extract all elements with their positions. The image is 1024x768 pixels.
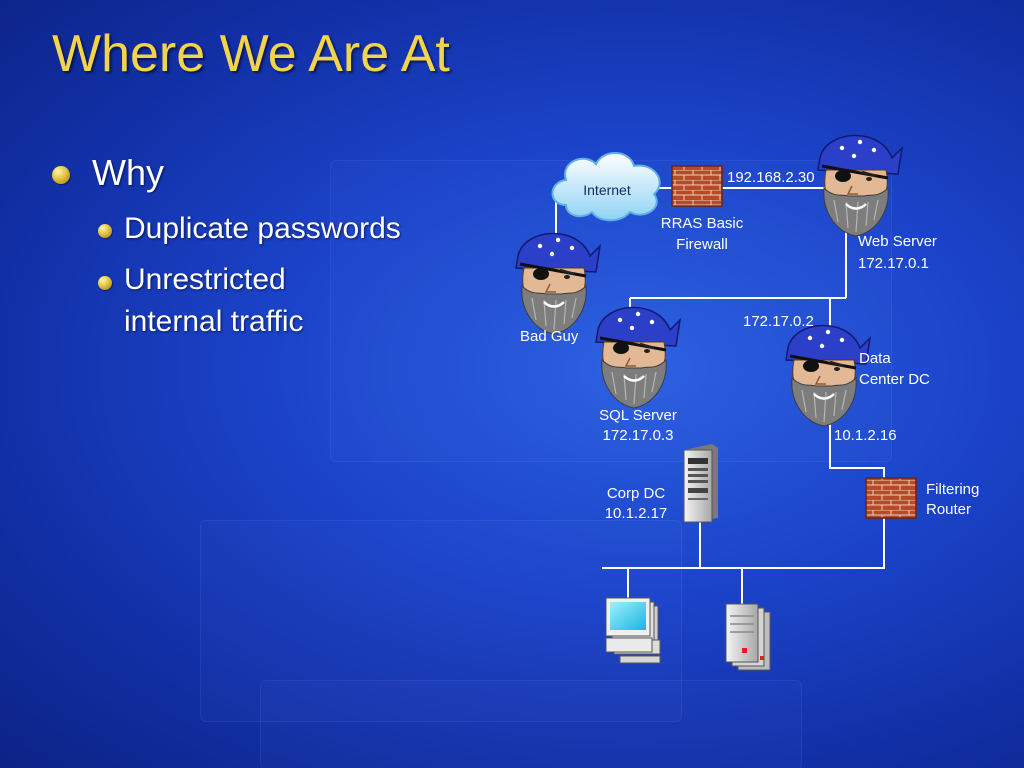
- link-dc-to-router: [829, 412, 885, 478]
- brick-firewall-icon: [671, 165, 723, 207]
- bullet-icon: [98, 276, 112, 290]
- web-server-pirate-icon: [816, 133, 904, 238]
- brick-router-icon: [865, 477, 917, 519]
- internet-label: Internet: [583, 182, 631, 198]
- background-panel: [260, 680, 802, 768]
- data-center-dc-label-line2: Center DC: [859, 371, 930, 388]
- workstation-icon: [605, 597, 661, 664]
- server-tower-icon: [683, 444, 718, 523]
- bullet-unrestricted-line1: Unrestricted: [124, 263, 286, 296]
- data-center-dc-ip-label: 10.1.2.16: [834, 427, 897, 444]
- segment-ip-label: 172.17.0.2: [743, 313, 814, 330]
- background-panel: [200, 520, 682, 722]
- slide-title: Where We Are At: [52, 25, 450, 83]
- network-links: [555, 187, 885, 604]
- corp-dc-ip-label: 10.1.2.17: [604, 505, 668, 522]
- server-stack-icon: [725, 603, 771, 671]
- filtering-router-label-line2: Router: [926, 501, 972, 518]
- bullet-why: Why: [92, 152, 164, 193]
- bullet-icon: [98, 224, 112, 238]
- sql-server-ip-label: 172.17.0.3: [602, 427, 674, 444]
- corp-dc-name-label: Corp DC: [606, 485, 666, 502]
- bullet-duplicate-passwords: Duplicate passwords: [124, 212, 401, 245]
- web-server-ip-label: 172.17.0.1: [858, 255, 929, 272]
- web-server-name-label: Web Server: [858, 233, 937, 250]
- filtering-router-label-line1: Filtering: [926, 481, 980, 498]
- link-router-to-lan: [602, 518, 885, 569]
- data-center-dc-pirate-icon: [784, 323, 872, 428]
- bullet-unrestricted-line2: internal traffic: [124, 305, 304, 338]
- bad-guy-pirate-icon: [514, 231, 602, 336]
- data-center-dc-label-line1: Data: [859, 350, 891, 367]
- bullet-icon: [52, 166, 70, 184]
- firewall-label-line2: Firewall: [676, 236, 728, 253]
- cloud-icon: [551, 152, 661, 222]
- bad-guy-label: Bad Guy: [520, 328, 579, 345]
- sql-server-name-label: SQL Server: [599, 407, 677, 424]
- sql-server-pirate-icon: [594, 305, 682, 410]
- firewall-ip-label: 192.168.2.30: [727, 169, 815, 186]
- firewall-label-line1: RRAS Basic: [660, 215, 744, 232]
